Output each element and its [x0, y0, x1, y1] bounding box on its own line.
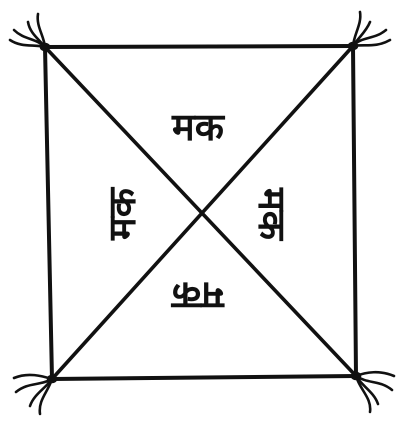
corner-knot-top-right: [349, 12, 390, 49]
label-top: मक: [171, 105, 226, 149]
diagonals: [45, 46, 356, 379]
frame-left-edge: [45, 47, 52, 379]
frame-top-edge: [45, 46, 353, 47]
diagonal-top-right-to-bottom-left: [52, 46, 353, 379]
corner-knot-top-left: [10, 14, 49, 50]
frame-right-edge: [353, 46, 356, 376]
corner-knot-bottom-left: [14, 375, 56, 414]
corner-knot-bottom-right: [352, 372, 394, 412]
label-right: मक: [250, 187, 294, 242]
frame-bottom-edge: [52, 376, 356, 379]
label-left: मक: [100, 186, 144, 241]
label-bottom: मक: [170, 274, 225, 318]
